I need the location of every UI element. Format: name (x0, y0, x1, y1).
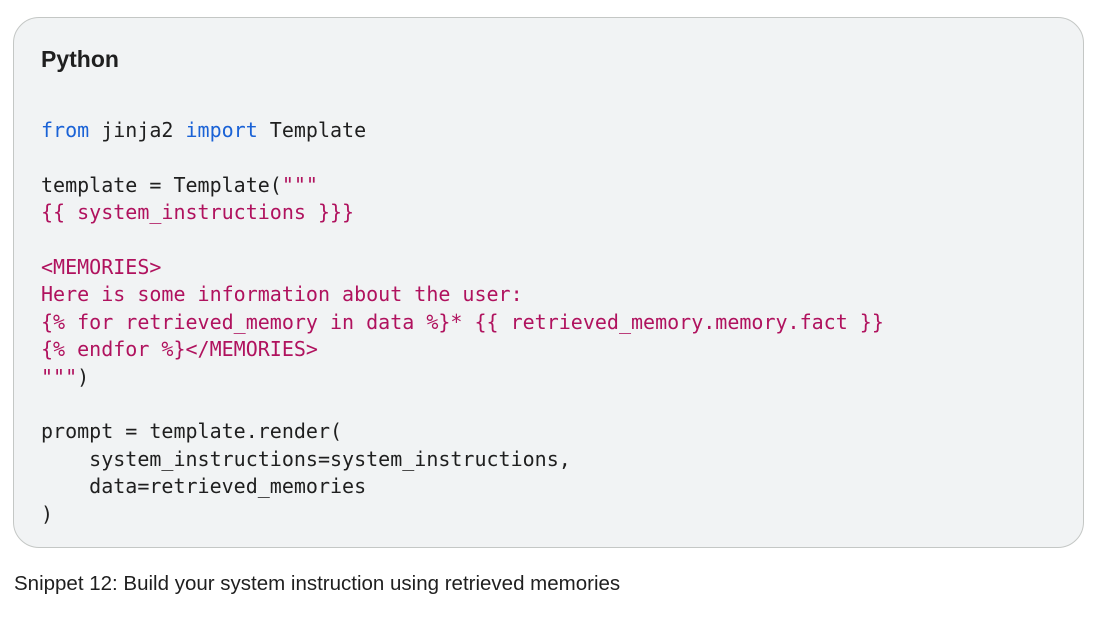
code-line: from jinja2 import Template (41, 118, 366, 142)
code-string: {{ system_instructions }}} (41, 200, 355, 225)
code-line: {{ system_instructions }}} (41, 200, 354, 224)
code-line: Here is some information about the user: (41, 282, 523, 306)
code-block: Python from jinja2 import Template templ… (13, 17, 1084, 548)
code-text: ) (77, 364, 90, 389)
code-text: template = Template( (41, 172, 282, 197)
code-string: <MEMORIES> (41, 255, 162, 280)
code-keyword: from (41, 118, 90, 142)
code-string: """ (41, 364, 78, 389)
code-string: """ (281, 172, 318, 197)
code-string: {% for retrieved_memory in data %}* {{ r… (41, 309, 884, 334)
code-line: {% for retrieved_memory in data %}* {{ r… (41, 310, 884, 334)
code-content: from jinja2 import Template template = T… (41, 117, 884, 528)
code-text: jinja2 (89, 118, 186, 142)
code-string: {% endfor %}</MEMORIES> (41, 337, 318, 362)
code-text: Template (257, 118, 367, 142)
code-text: data=retrieved_memories (41, 474, 367, 499)
code-line: system_instructions=system_instructions, (41, 447, 571, 471)
code-line: {% endfor %}</MEMORIES> (41, 337, 318, 361)
code-line: prompt = template.render( (41, 419, 342, 443)
code-string: Here is some information about the user: (41, 282, 523, 307)
code-line: <MEMORIES> (41, 255, 161, 279)
code-text: prompt = template.render( (41, 419, 343, 444)
code-keyword: import (185, 118, 258, 142)
code-line: data=retrieved_memories (41, 474, 366, 498)
code-line: """) (41, 365, 89, 389)
code-line: template = Template(""" (41, 173, 318, 197)
snippet-caption: Snippet 12: Build your system instructio… (14, 572, 621, 595)
code-line: ) (41, 502, 53, 526)
code-text: system_instructions=system_instructions, (41, 446, 571, 471)
code-language-label: Python (41, 46, 119, 72)
code-text: ) (41, 501, 54, 526)
